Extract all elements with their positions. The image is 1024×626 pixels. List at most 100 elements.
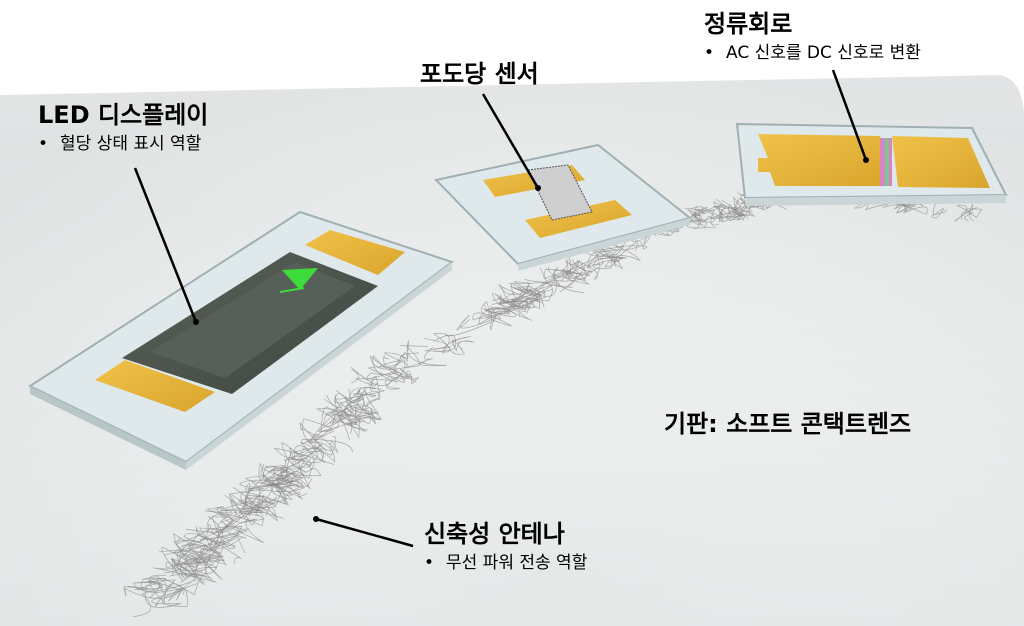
- antenna-wire-strand: [478, 308, 510, 320]
- antenna-wire-strand: [333, 409, 366, 439]
- rectifier-gold-left: [758, 134, 890, 186]
- antenna-wire-strand: [564, 259, 593, 281]
- antenna-wire-strand: [260, 463, 294, 500]
- antenna-wire-strand: [732, 205, 751, 220]
- leader-dot-antenna: [313, 516, 319, 522]
- led-label: LED 디스플레이 •혈당 상태 표시 역할: [38, 101, 208, 155]
- antenna-wire-strand: [599, 246, 623, 268]
- antenna-wire-strand: [123, 580, 183, 599]
- antenna-wire-strand: [716, 198, 745, 222]
- antenna-wire-strand: [684, 207, 714, 223]
- antenna-bullet: • 무선 파워 전송 역할: [424, 552, 587, 574]
- antenna-wire-strand: [326, 394, 360, 426]
- led-display-chip: [27, 210, 455, 470]
- antenna-title: 신축성 안테나: [424, 520, 565, 548]
- antenna-wire-strand: [341, 389, 383, 420]
- antenna-wire-strand: [406, 340, 447, 367]
- antenna-wire-strand: [305, 413, 335, 444]
- antenna-wire-strand: [498, 284, 544, 306]
- rectifier-chip: [735, 122, 1008, 206]
- antenna-wire-strand: [196, 526, 248, 547]
- antenna-wire-strand: [931, 202, 948, 219]
- antenna-wire-strand: [372, 355, 404, 384]
- antenna-wire-strand: [345, 387, 379, 414]
- antenna-wire-strand: [448, 339, 475, 355]
- rectifier-bullet-marker: •: [704, 43, 715, 63]
- antenna-wire-strand: [263, 464, 305, 497]
- antenna-wire-strand: [161, 546, 210, 583]
- antenna-wire-strand: [335, 389, 377, 425]
- antenna-wire-strand: [543, 268, 585, 294]
- rectifier-bullet-text: AC 신호를 DC 신호로 변환: [726, 43, 921, 63]
- led-emitter-line: [279, 287, 305, 293]
- antenna-wire-strand: [399, 345, 429, 369]
- rectifier-gold-right: [892, 136, 990, 188]
- antenna-wire-strand: [508, 281, 545, 308]
- antenna-wire-strand: [293, 430, 336, 463]
- sensor-gold-pad-bottom: [525, 200, 632, 238]
- led-gold-pad-top: [305, 230, 405, 275]
- antenna-wire-strand: [178, 523, 243, 564]
- antenna-wire-strand: [562, 260, 592, 278]
- antenna-wire-strand: [165, 557, 207, 578]
- antenna-bullet-text: 무선 파워 전송 역할: [446, 553, 588, 573]
- glucose-sensor-chip: [434, 143, 693, 271]
- antenna-wire-strand: [148, 574, 198, 607]
- antenna-wire-strand: [265, 459, 302, 475]
- antenna-wire-strand: [366, 370, 403, 390]
- antenna-wire-strand: [258, 463, 304, 486]
- antenna-wire-strand: [444, 314, 495, 337]
- antenna-wire-strand: [350, 366, 393, 387]
- sensor-label: 포도당 센서: [420, 60, 539, 88]
- rectifier-diode-strip-2: [885, 138, 889, 186]
- antenna-wire-strand: [176, 560, 217, 581]
- leader-sensor: [481, 93, 540, 189]
- antenna-wire-strand: [586, 250, 628, 270]
- rectifier-glass-side: [745, 195, 1006, 206]
- rectifier-label: 정류회로 •AC 신호를 DC 신호로 변환: [704, 10, 921, 64]
- antenna-wire-mesh: [123, 184, 983, 617]
- antenna-wire-strand: [173, 554, 220, 574]
- antenna-wire-strand: [271, 451, 307, 487]
- antenna-label: 신축성 안테나 • 무선 파워 전송 역할: [424, 520, 587, 574]
- antenna-bullet-marker: •: [424, 553, 435, 573]
- led-bullet-marker: •: [38, 134, 49, 154]
- antenna-wire-strand: [355, 398, 379, 425]
- leader-dot-rectifier: [863, 157, 869, 163]
- antenna-wire-strand: [954, 203, 977, 222]
- antenna-wire-strand: [203, 516, 236, 550]
- antenna-wire-strand: [238, 498, 288, 518]
- antenna-wire-strand: [492, 293, 529, 309]
- led-bullet-text: 혈당 상태 표시 역할: [60, 134, 202, 154]
- sensor-glass-side: [518, 218, 690, 271]
- antenna-wire-strand: [394, 351, 417, 383]
- led-glass-side: [30, 386, 186, 470]
- led-body-top: [150, 262, 355, 378]
- antenna-wire-strand: [290, 443, 323, 479]
- antenna-wire-strand: [509, 283, 546, 306]
- leader-dot-led: [193, 319, 199, 325]
- antenna-wire-strand: [199, 507, 250, 541]
- antenna-wire-strand: [134, 576, 168, 590]
- antenna-wire-strand: [311, 436, 339, 456]
- antenna-wire-strand: [260, 459, 311, 489]
- antenna-wire-strand: [691, 204, 723, 223]
- sensor-graphene-mesh: [527, 164, 593, 221]
- antenna-wire-strand: [213, 510, 256, 549]
- leader-dot-sensor: [535, 185, 541, 191]
- antenna-wire-strand: [300, 418, 353, 453]
- antenna-wire-strand: [527, 282, 554, 302]
- antenna-wire-strand: [315, 406, 355, 434]
- sensor-title: 포도당 센서: [420, 60, 539, 88]
- antenna-wire-strand: [583, 246, 625, 268]
- led-emitter-triangle: [282, 268, 318, 290]
- led-bullet: • 혈당 상태 표시 역할: [38, 133, 208, 155]
- antenna-wire-strand: [325, 401, 381, 421]
- rectifier-bullet: • AC 신호를 DC 신호로 변환: [704, 42, 921, 64]
- leader-dots: [193, 157, 869, 522]
- antenna-wire-strand: [169, 538, 225, 580]
- leader-led: [133, 167, 198, 323]
- substrate-label: 기판: 소프트 콘택트렌즈: [664, 410, 912, 438]
- leader-rectifier: [831, 69, 868, 161]
